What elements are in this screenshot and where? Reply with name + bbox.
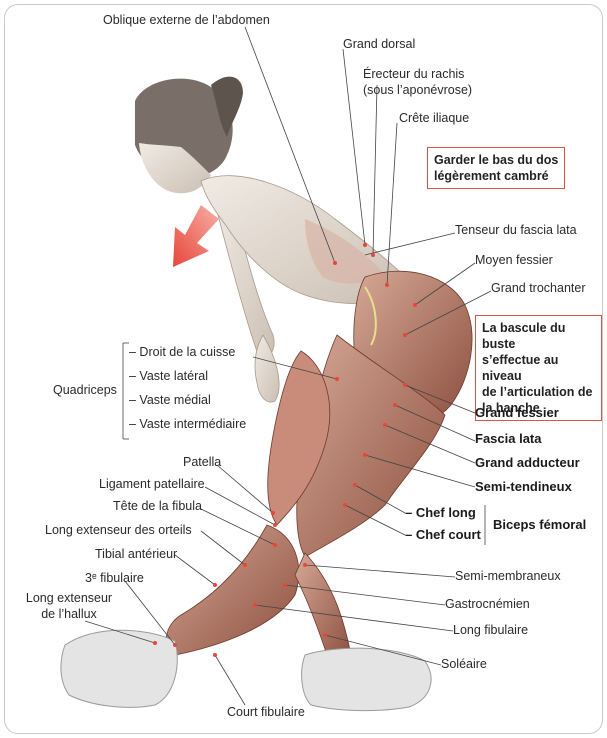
note-lower-back-line-1: Garder le bas du dos <box>434 152 558 168</box>
label-long-ext-hallux-2: de l’hallux <box>19 607 119 622</box>
label-troisieme-fibulaire: 3ᵉ fibulaire <box>85 571 144 586</box>
label-ligament: Ligament patellaire <box>99 477 205 492</box>
label-long-fibulaire: Long fibulaire <box>453 623 528 638</box>
label-court-fibulaire: Court fibulaire <box>227 705 305 720</box>
label-erecteur-1: Érecteur du rachis <box>363 67 464 82</box>
label-crete: Crête iliaque <box>399 111 469 126</box>
note-hip-hinge-line-3: de l’articulation de <box>482 384 595 400</box>
label-long-ext-hallux-1: Long extenseur <box>19 591 119 606</box>
label-quadriceps: Quadriceps <box>53 383 117 398</box>
illustration-frame: Oblique externe de l’abdomen Grand dorsa… <box>4 4 603 734</box>
label-vaste-medial: – Vaste médial <box>129 393 211 407</box>
note-lower-back: Garder le bas du dos légèrement cambré <box>427 147 565 189</box>
label-patella: Patella <box>183 455 221 470</box>
label-erecteur-2: (sous l’aponévrose) <box>363 83 472 98</box>
label-chef-court: – Chef court <box>405 527 481 542</box>
note-hip-hinge-line-2: s’effectue au niveau <box>482 352 595 384</box>
label-tibial: Tibial antérieur <box>95 547 177 562</box>
label-grand-trochanter: Grand trochanter <box>491 281 586 296</box>
label-semi-membraneux: Semi-membraneux <box>455 569 561 584</box>
label-grand-fessier: Grand fessier <box>475 405 559 420</box>
label-gastrocnemien: Gastrocnémien <box>445 597 530 612</box>
note-lower-back-line-2: légèrement cambré <box>434 168 558 184</box>
label-vaste-inter: – Vaste intermédiaire <box>129 417 246 431</box>
label-oblique: Oblique externe de l’abdomen <box>103 13 270 28</box>
label-long-ext-orteils: Long extenseur des orteils <box>45 523 192 538</box>
label-grand-dorsal: Grand dorsal <box>343 37 415 52</box>
label-droit: – Droit de la cuisse <box>129 345 235 359</box>
label-vaste-lateral: – Vaste latéral <box>129 369 208 383</box>
direction-arrow <box>173 205 219 267</box>
label-tete-fibula: Tête de la fibula <box>113 499 202 514</box>
note-hip-hinge-line-1: La bascule du buste <box>482 320 595 352</box>
label-fascia-lata: Fascia lata <box>475 431 542 446</box>
label-biceps: Biceps fémoral <box>493 517 586 532</box>
label-moyen-fessier: Moyen fessier <box>475 253 553 268</box>
label-tenseur: Tenseur du fascia lata <box>455 223 577 238</box>
figure-shoes <box>61 630 431 710</box>
label-chef-long: – Chef long <box>405 505 476 520</box>
label-semi-tendineux: Semi-tendineux <box>475 479 572 494</box>
label-soleaire: Soléaire <box>441 657 487 672</box>
label-grand-adducteur: Grand adducteur <box>475 455 580 470</box>
